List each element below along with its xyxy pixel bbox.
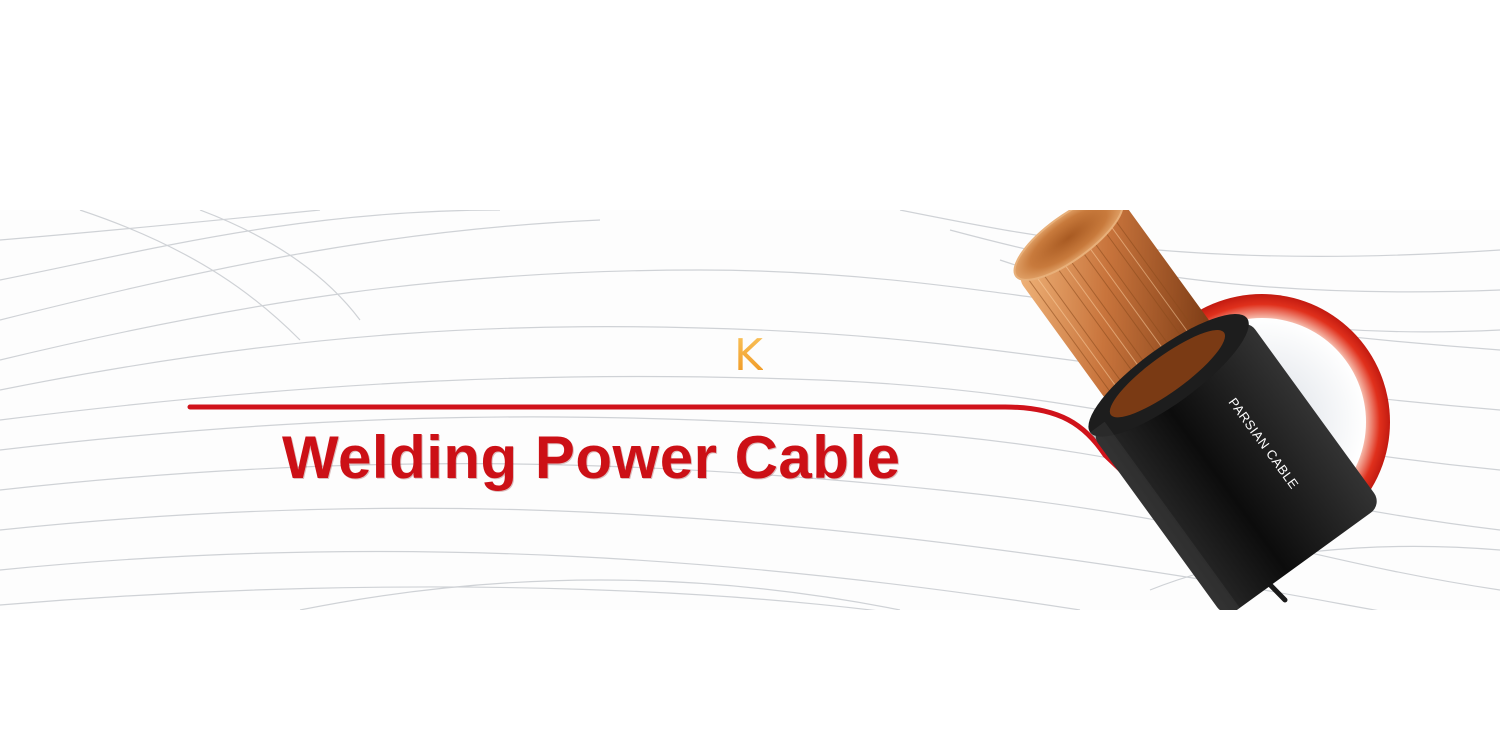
series-letter: K bbox=[734, 330, 763, 381]
red-wire-line bbox=[187, 404, 1218, 563]
hero-banner: PARSIAN CABLE K Welding Power Cable bbox=[0, 210, 1500, 610]
banner-artwork: PARSIAN CABLE bbox=[0, 210, 1500, 610]
welding-cable-illustration: PARSIAN CABLE bbox=[1013, 210, 1377, 610]
banner-headline: Welding Power Cable bbox=[282, 424, 901, 491]
